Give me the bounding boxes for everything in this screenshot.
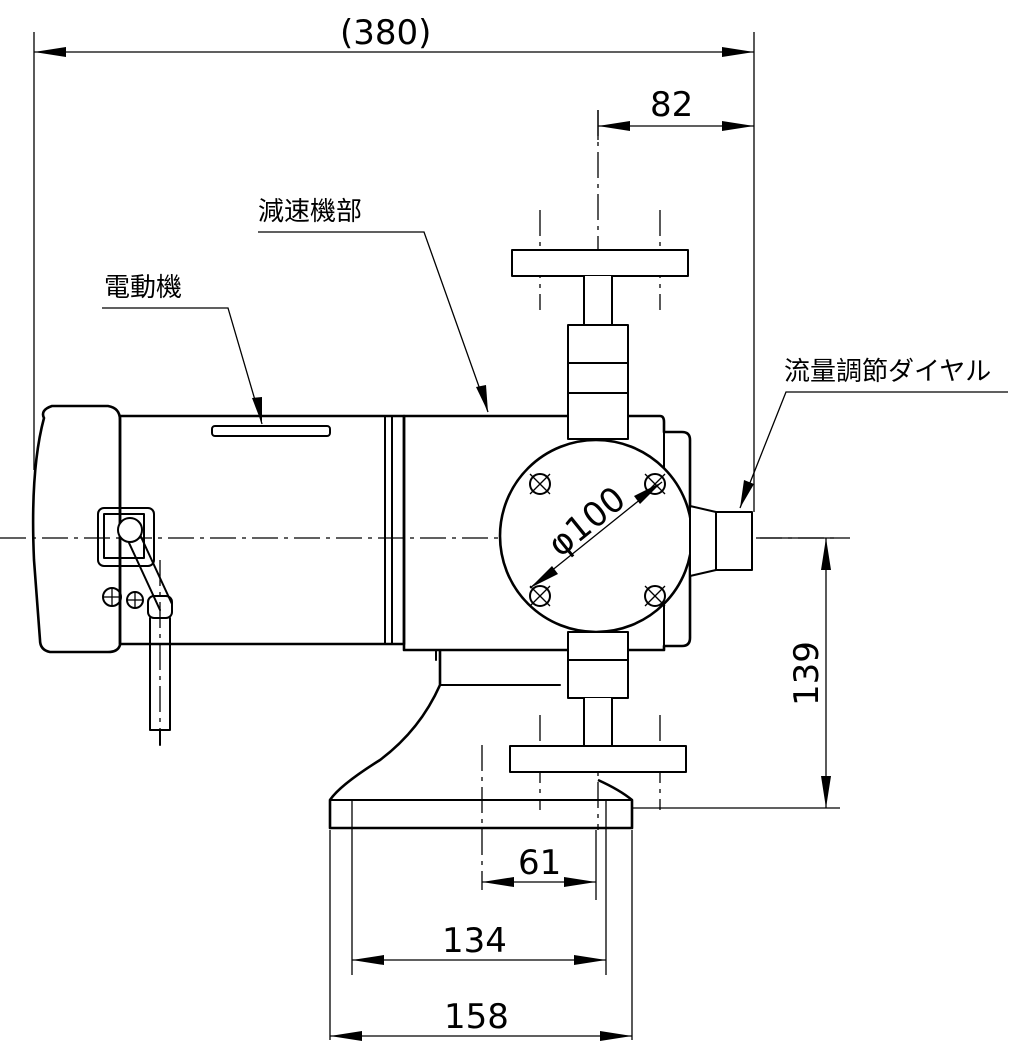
center-lines [0,110,850,890]
dim-base-61: 61 [518,843,561,883]
suction-valve [509,631,687,773]
motor-label: 電動機 [104,273,182,303]
dim-dial-offset: 82 [650,85,693,125]
flow-dial-label: 流量調節ダイヤル [784,357,991,387]
pump-head [498,438,753,634]
dim-base-158: 158 [444,997,509,1037]
bolt-top-left [529,473,551,495]
leader-lines [102,231,1008,509]
dim-overall-length: (380) [340,13,431,53]
discharge-valve [511,249,689,440]
motor-body [31,404,406,746]
extension-lines [33,32,840,1040]
bolt-bottom-left [529,585,551,607]
dimension-lines [34,47,831,1041]
dim-base-134: 134 [442,921,507,961]
bolt-bottom-right [644,585,666,607]
dim-center-height: 139 [787,641,827,706]
reducer-label: 減速機部 [258,197,362,227]
